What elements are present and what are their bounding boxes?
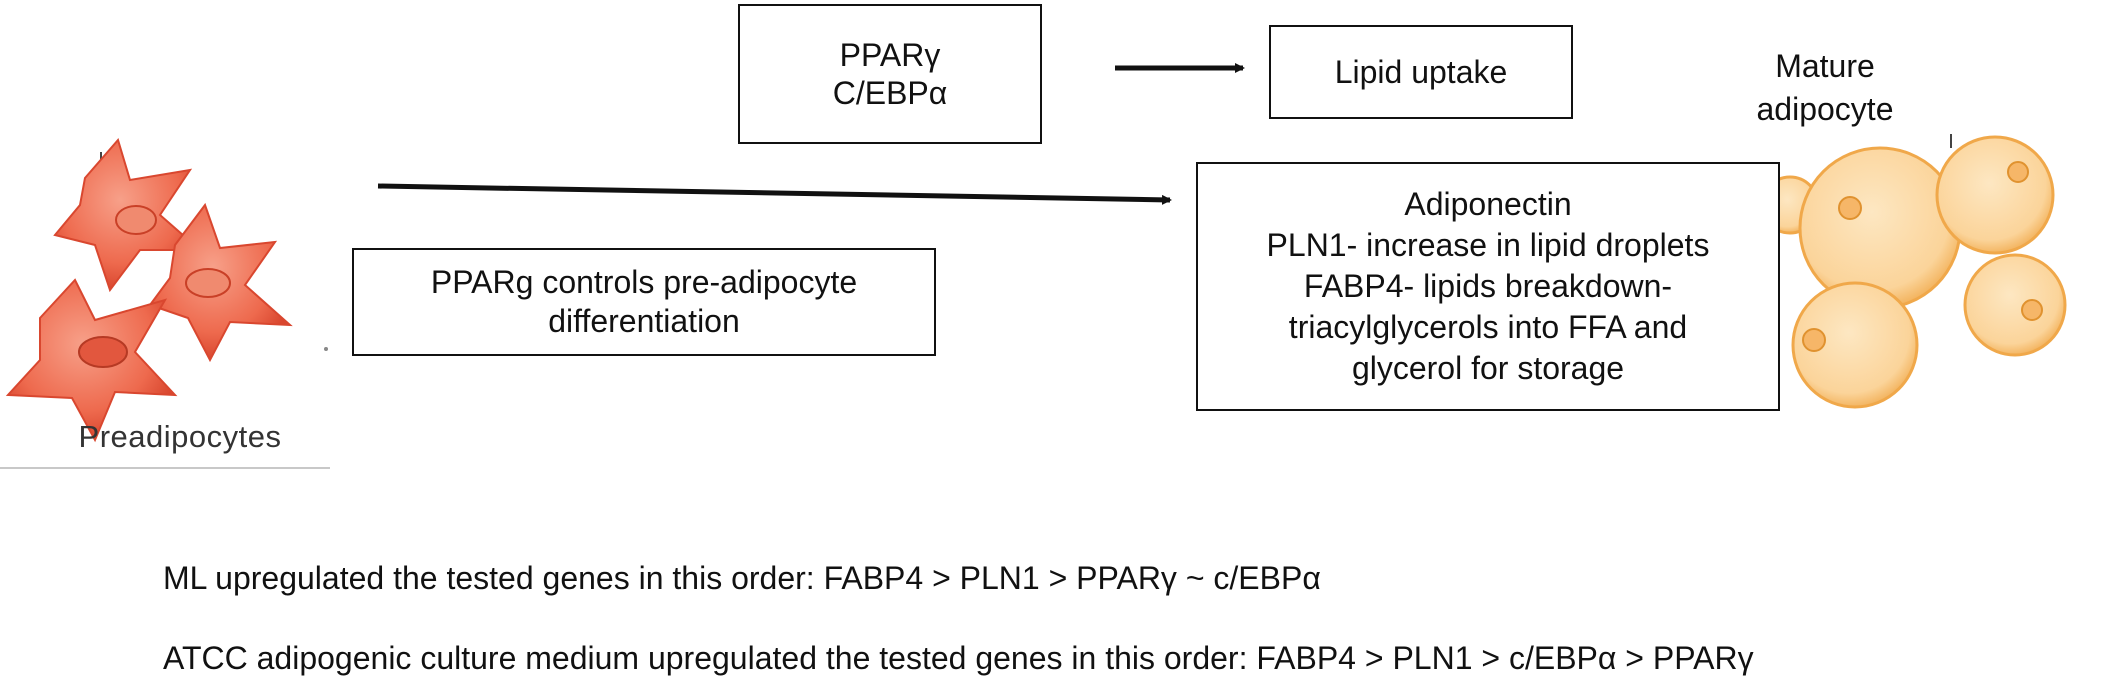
box-line: PPARg controls pre-adipocyte [430,263,858,300]
box-line: triacylglycerols into FFA and [1288,308,1688,345]
label-line: Mature [1775,48,1875,84]
transcription-factors-box: PPARγ C/EBPα [738,4,1042,144]
box-line: C/EBPα [832,75,948,111]
adipocyte-cell [1935,135,2055,255]
box-line: glycerol for storage [1351,349,1625,386]
preadipocytes-label: Preadipocytes [78,419,282,454]
adipocyte-cell [1963,253,2067,357]
summary-atcc: ATCC adipogenic culture medium upregulat… [163,640,1754,676]
adipocyte-cell [1798,146,1962,310]
differentiation-box: PPARg controls pre-adipocyte differentia… [352,248,936,356]
summary-ml: ML upregulated the tested genes in this … [163,560,1321,596]
box-line: Adiponectin [1404,186,1572,223]
adipocyte-cell [1791,281,1919,409]
mature-adipocytes-illustration [1760,134,2067,409]
preadipocytes-illustration [0,137,330,469]
box-line: PPARγ [839,36,941,73]
box-line: PLN1- increase in lipid droplets [1266,227,1710,264]
label-line: adipocyte [1756,91,1894,128]
mature-adipocyte-label: Mature adipocyte [1720,45,1930,131]
box-line: FABP4- lipids breakdown- [1303,268,1673,305]
adipocyte-markers-box: Adiponectin PLN1- increase in lipid drop… [1196,162,1780,411]
lipid-uptake-box: Lipid uptake [1269,25,1573,119]
box-line: differentiation [548,303,740,339]
box-line: Lipid uptake [1334,53,1508,90]
arrow-to-adiponectin-box [377,183,1172,205]
